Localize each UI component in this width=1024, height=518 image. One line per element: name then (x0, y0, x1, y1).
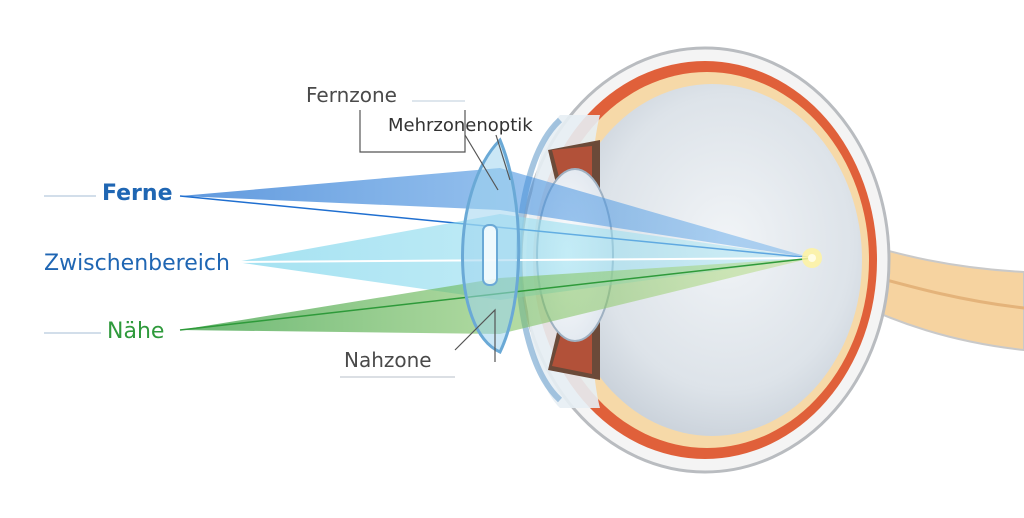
label-nahzone: Nahzone (344, 348, 432, 372)
nahzone-pointer (454, 308, 496, 362)
focal-point-core (808, 254, 816, 262)
mehrzonenoptik-bracket (359, 110, 466, 153)
label-zwischenbereich: Zwischenbereich (44, 251, 230, 276)
label-fernzone: Fernzone (306, 83, 397, 107)
mehrzonenoptik-pointer (464, 134, 499, 191)
intermediate-ray-bundle (236, 214, 812, 300)
intermediate-ray-line (235, 257, 813, 263)
mehrzonenoptik-pointer-2 (495, 134, 511, 181)
label-ferne: Ferne (102, 181, 173, 206)
contact-lens-center-zone (482, 224, 498, 286)
far-ray-bundle (180, 168, 812, 258)
label-naehe: Nähe (107, 319, 165, 344)
label-mehrzonenoptik: Mehrzonenoptik (388, 115, 533, 136)
optic-nerve (849, 238, 1024, 352)
